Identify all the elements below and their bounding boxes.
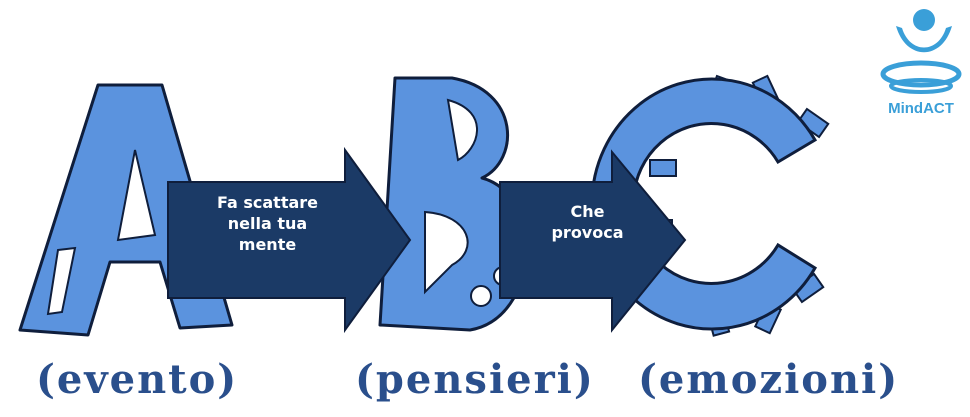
- logo-text: MindACT: [888, 100, 954, 117]
- arrow-2: [499, 149, 687, 333]
- meditation-figure-icon: [880, 9, 962, 94]
- caption-evento: (evento): [36, 356, 239, 403]
- arrow-1: [167, 146, 412, 334]
- arrow-1-label: Fa scattare nella tua mente: [217, 193, 318, 254]
- caption-emozioni: (emozioni): [638, 356, 900, 403]
- arrow-2-label: Che provoca: [551, 202, 624, 242]
- mindact-logo: MindACT: [878, 6, 964, 126]
- caption-pensieri: (pensieri): [355, 356, 595, 403]
